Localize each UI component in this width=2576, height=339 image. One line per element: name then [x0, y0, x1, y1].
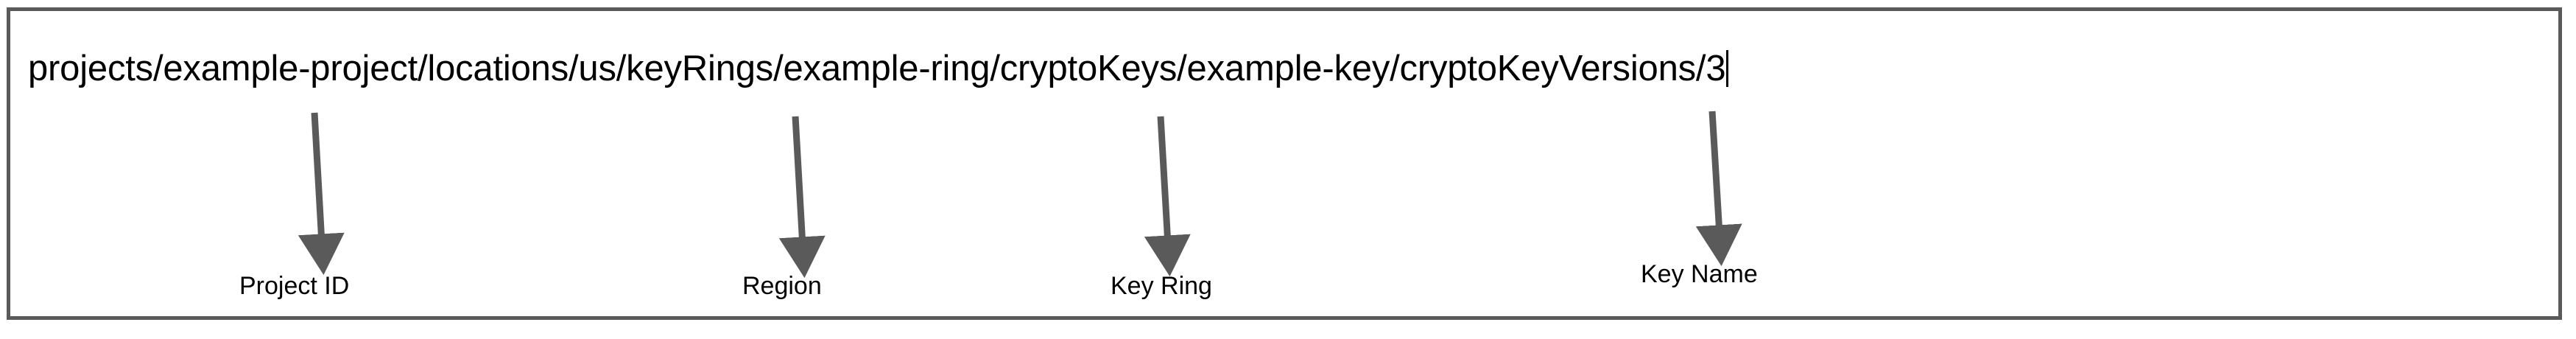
annotation-label-region: Region: [742, 272, 822, 300]
annotation-label-key-name: Key Name: [1641, 260, 1758, 288]
resource-path-value: projects/example-project/locations/us/ke…: [28, 49, 1726, 88]
resource-path-text[interactable]: projects/example-project/locations/us/ke…: [28, 46, 1729, 91]
annotation-label-key-ring: Key Ring: [1111, 272, 1212, 300]
diagram-frame: projects/example-project/locations/us/ke…: [7, 7, 2562, 320]
text-cursor-caret: [1726, 50, 1729, 87]
annotation-label-project-id: Project ID: [239, 272, 350, 300]
